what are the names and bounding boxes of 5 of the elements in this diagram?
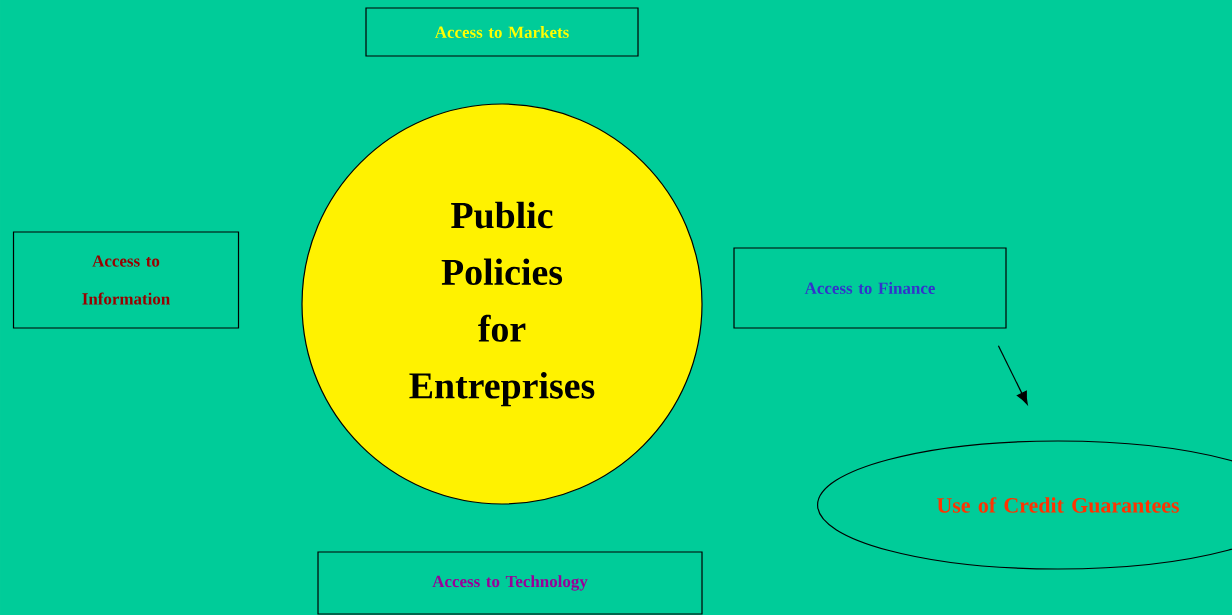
- text-box: Access to Finance: [733, 247, 1007, 329]
- text-box: Access to Markets: [365, 7, 639, 57]
- text-box: Access to Technology: [317, 551, 703, 615]
- arrow: [997, 345, 1028, 405]
- text-box: Access to Information: [12, 231, 240, 329]
